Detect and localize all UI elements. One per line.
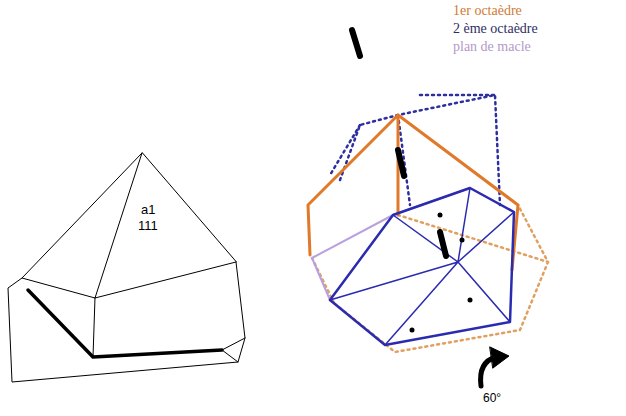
axis-mark (352, 30, 360, 56)
axis-dot (460, 238, 465, 243)
twin-plane (312, 188, 470, 300)
angle-label: 60° (483, 392, 501, 406)
crystal-edge (93, 298, 95, 357)
crystal-edge (95, 153, 142, 298)
miller-index: 111 (138, 219, 158, 234)
crystal-edge (222, 338, 245, 362)
octahedron-edge (330, 188, 514, 345)
crystal-face (22, 153, 236, 298)
axis-dot (468, 298, 473, 303)
legend-entry: 1er octaèdre (453, 3, 522, 19)
axis-dot (410, 328, 415, 333)
octahedron-edge (308, 115, 518, 270)
legend-text: 1er octaèdre (453, 3, 522, 18)
crystal-edge (8, 262, 245, 382)
legend-entry: plan de macle (453, 39, 531, 55)
axis-dot (438, 213, 443, 218)
axis-mark (398, 150, 404, 176)
axis-mark (440, 232, 446, 256)
hidden-edge (330, 95, 500, 205)
rotation-arrowhead (490, 347, 509, 368)
legend-entry: 2 ème octaèdre (453, 21, 538, 37)
legend-text: plan de macle (453, 39, 531, 54)
reentrant-edge (28, 290, 222, 357)
face-name: a1 (141, 203, 155, 218)
octahedron-edge (330, 188, 514, 345)
legend-text: 2 ème octaèdre (453, 21, 538, 36)
